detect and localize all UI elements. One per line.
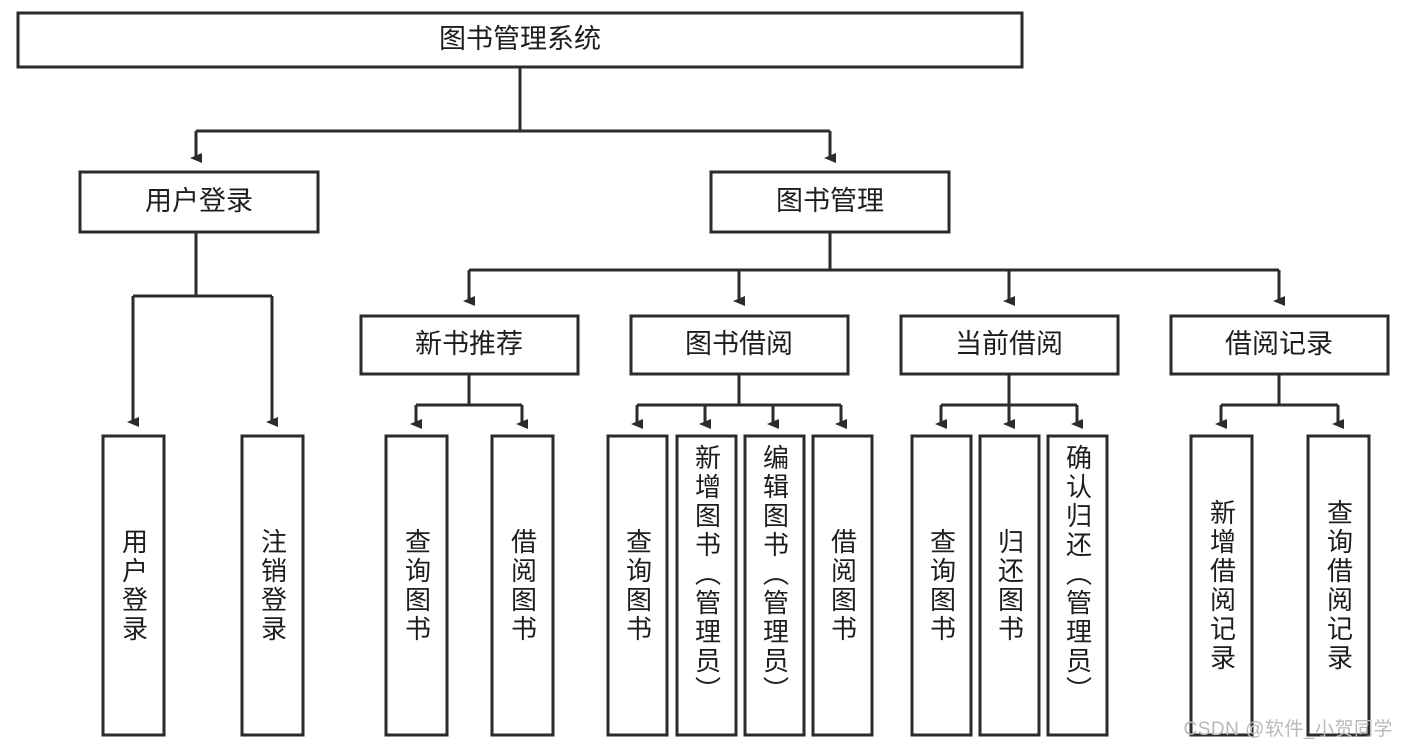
node-leaf-return-book-box[interactable] <box>978 434 1041 737</box>
node-book-manage-box[interactable] <box>709 170 951 234</box>
node-root-label: 图书管理系统 <box>439 24 601 54</box>
node-leaf-query-book-1-box[interactable] <box>384 434 449 737</box>
node-root[interactable]: 图书管理系统 <box>16 11 1024 69</box>
node-book-borrow-label: 图书借阅 <box>685 329 793 359</box>
node-leaf-query-book-3-box[interactable] <box>910 434 973 737</box>
node-borrow-record-box[interactable] <box>1169 314 1390 376</box>
leaf-boxes-layer <box>101 434 1371 737</box>
node-user-login-label: 用户登录 <box>145 186 253 216</box>
node-user-login[interactable]: 用户登录 <box>78 170 320 234</box>
node-current-borrow-box[interactable] <box>899 314 1120 376</box>
watermark-text: CSDN @软件_小贺同学 <box>1183 719 1393 740</box>
node-root-box[interactable] <box>16 11 1024 69</box>
node-borrow-record-label: 借阅记录 <box>1225 329 1333 359</box>
node-book-borrow-box[interactable] <box>629 314 850 376</box>
node-borrow-record[interactable]: 借阅记录 <box>1169 314 1390 376</box>
node-leaf-query-book-2-box[interactable] <box>606 434 669 737</box>
node-leaf-edit-book-box[interactable] <box>743 434 806 737</box>
node-leaf-user-login-box[interactable] <box>101 434 166 737</box>
node-leaf-add-book-box[interactable] <box>675 434 738 737</box>
edges-layer <box>127 67 1344 429</box>
node-current-borrow[interactable]: 当前借阅 <box>899 314 1120 376</box>
node-user-login-box[interactable] <box>78 170 320 234</box>
node-current-borrow-label: 当前借阅 <box>955 329 1063 359</box>
node-book-manage[interactable]: 图书管理 <box>709 170 951 234</box>
node-leaf-add-record-box[interactable] <box>1189 434 1254 737</box>
node-book-borrow[interactable]: 图书借阅 <box>629 314 850 376</box>
node-new-book-recommend-label: 新书推荐 <box>415 329 523 359</box>
node-book-manage-label: 图书管理 <box>776 186 884 216</box>
node-new-book-recommend[interactable]: 新书推荐 <box>359 314 580 376</box>
node-new-book-recommend-box[interactable] <box>359 314 580 376</box>
node-leaf-query-record-box[interactable] <box>1306 434 1371 737</box>
node-leaf-confirm-return-box[interactable] <box>1046 434 1109 737</box>
node-leaf-borrow-book-1-box[interactable] <box>490 434 555 737</box>
node-leaf-logout-login-box[interactable] <box>240 434 305 737</box>
node-leaf-borrow-book-2-box[interactable] <box>811 434 874 737</box>
